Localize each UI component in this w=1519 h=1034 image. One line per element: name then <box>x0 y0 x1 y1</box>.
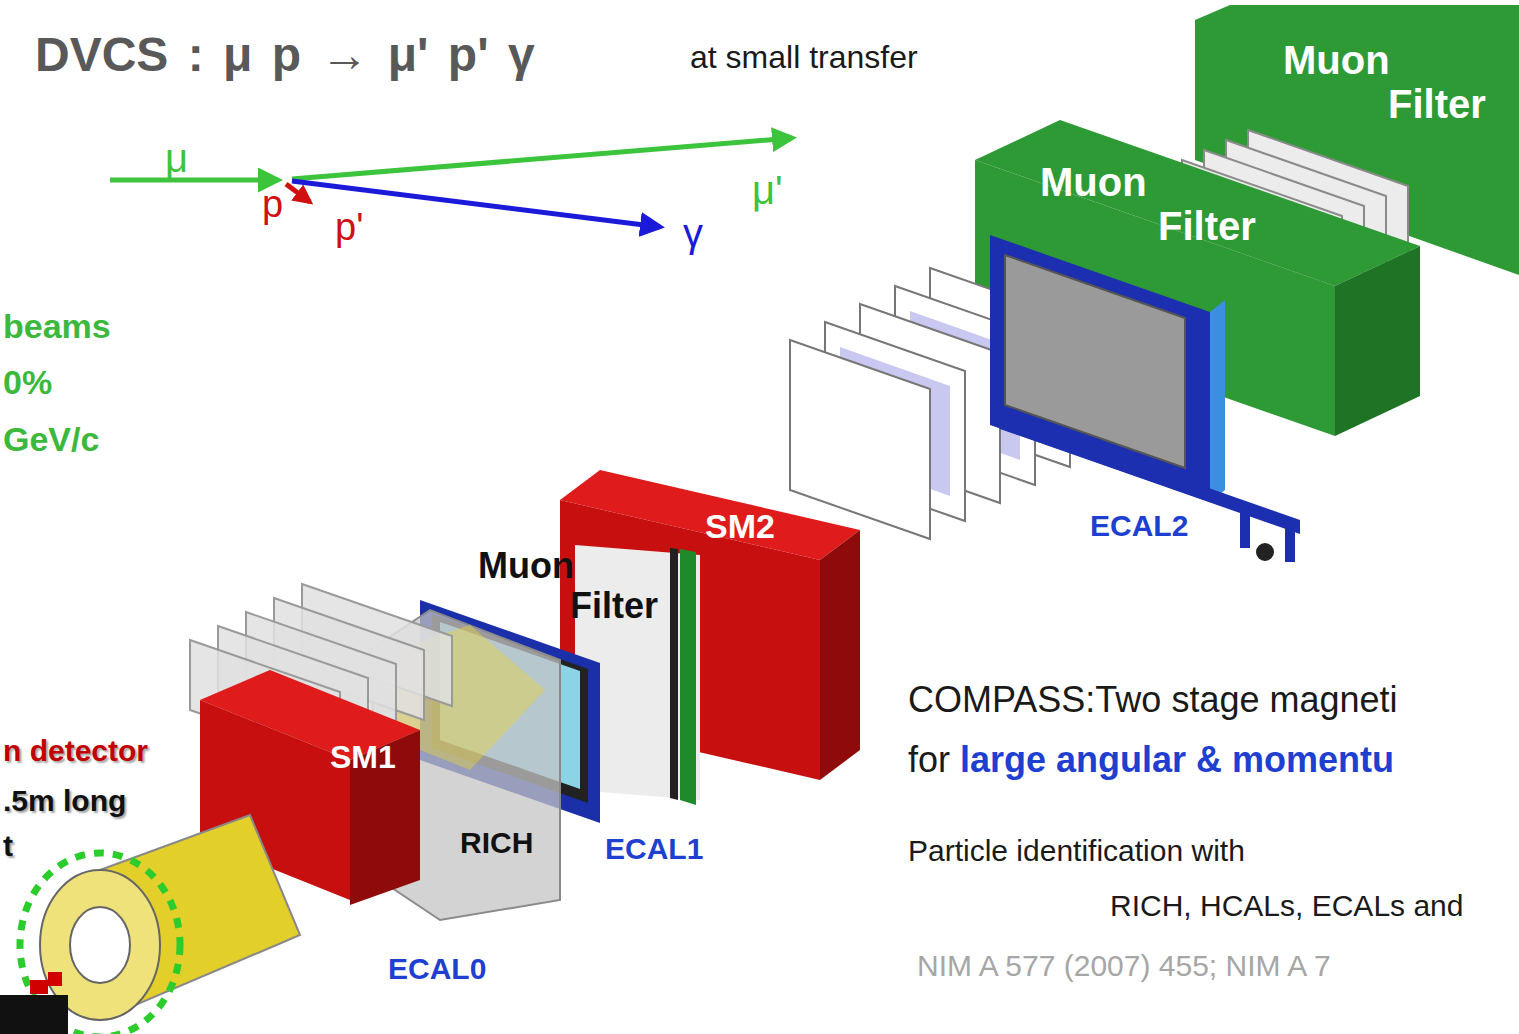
beam-counter <box>0 995 68 1034</box>
description-line: RICH, HCALs, ECALs and <box>1110 889 1463 922</box>
particle-symbol: γ <box>683 211 703 255</box>
node-label: SM2 <box>705 508 775 545</box>
description-line: Particle identification with <box>908 834 1245 867</box>
slide-title: DVCS : μ p → μ' p' γ <box>35 29 535 82</box>
target-note: .5m long <box>3 784 126 817</box>
description-highlight: large angular & momentu <box>960 740 1394 780</box>
target-opening <box>70 907 130 983</box>
recoil-proton-arrow <box>286 184 310 202</box>
muon-filter-side <box>1335 246 1420 436</box>
absorber-strip <box>670 548 678 800</box>
muon-filter-box: Muon Filter <box>474 542 675 630</box>
beam-note: GeV/c <box>3 421 99 458</box>
muon-filter-slab <box>680 549 696 805</box>
muon-filter-box: Muon Filter <box>1036 156 1274 252</box>
beam-note: beams <box>3 308 111 345</box>
beam-counter-part <box>48 972 62 986</box>
description-line: for <box>908 740 950 780</box>
tracking-plane <box>790 340 930 539</box>
trolley-wheel <box>1256 543 1274 561</box>
magnet-box: SM1 <box>326 736 400 780</box>
trolley-leg <box>1240 512 1250 548</box>
detector-label: ECAL1 <box>605 832 703 865</box>
scattered-muon-arrow <box>292 138 792 179</box>
node-label: Muon Filter <box>1040 160 1270 248</box>
reference-note: NIM A 577 (2007) 455; NIM A 7 <box>917 949 1331 982</box>
particle-symbol: p' <box>335 207 363 249</box>
detector-label: ECAL0 <box>388 952 486 985</box>
node-label: Muon Filter <box>478 546 671 625</box>
description-line: COMPASS:Two stage magneti <box>908 680 1398 720</box>
magnet-side <box>820 530 860 780</box>
target-note: n detector <box>3 734 148 767</box>
trolley-leg <box>1285 528 1295 562</box>
detector-label: ECAL2 <box>1090 509 1188 542</box>
node-label: Muon Filter <box>1283 38 1500 126</box>
beam-note: 0% <box>3 364 52 401</box>
particle-symbol: μ' <box>752 168 783 212</box>
calorimeter-side <box>1210 300 1225 502</box>
target-note: t <box>3 829 13 862</box>
subtitle-text: at small transfer <box>690 40 918 75</box>
particle-symbol: p <box>262 184 283 226</box>
beam-counter-part <box>30 980 48 994</box>
node-label: SM1 <box>330 740 396 775</box>
particle-symbol: μ <box>165 136 188 180</box>
beam-arrow <box>110 178 278 183</box>
muon-filter-box: Muon Filter <box>1279 34 1504 130</box>
detector-label: RICH <box>460 826 533 859</box>
magnet-box: SM2 <box>701 504 779 550</box>
